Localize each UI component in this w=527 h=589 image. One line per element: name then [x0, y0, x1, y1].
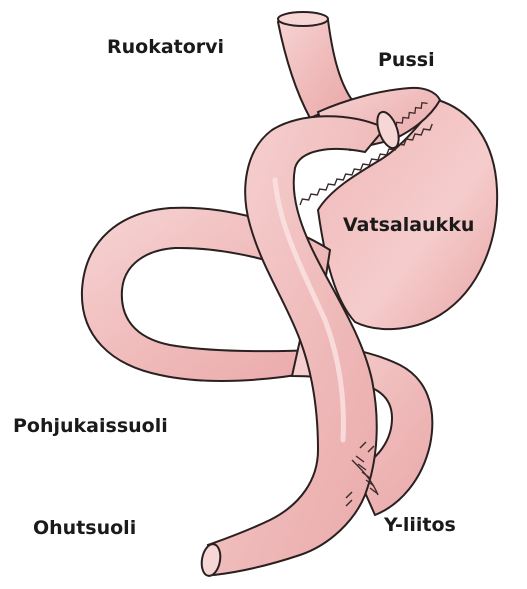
- label-pouch: Pussi: [378, 51, 435, 70]
- label-duodenum: Pohjukaissuoli: [13, 417, 168, 436]
- label-y-junction: Y-liitos: [384, 516, 456, 535]
- label-stomach: Vatsalaukku: [343, 216, 474, 235]
- label-esophagus: Ruokatorvi: [107, 38, 224, 57]
- esophagus-opening: [278, 12, 328, 26]
- label-small-intestine: Ohutsuoli: [33, 519, 136, 538]
